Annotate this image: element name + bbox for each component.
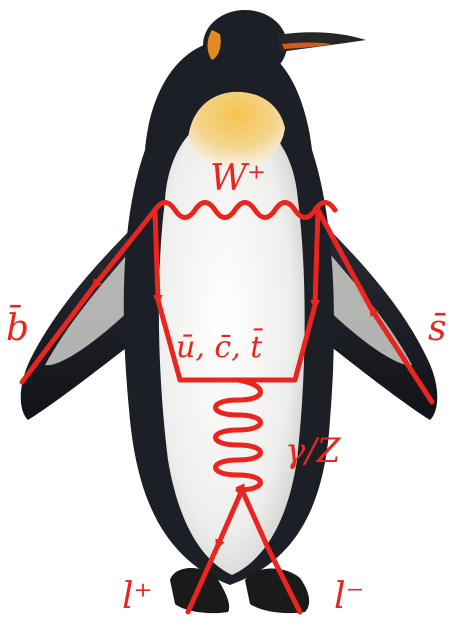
- label-l-minus: l⁻: [334, 576, 365, 617]
- label-w-boson: W⁺: [210, 158, 266, 199]
- quark-loop-right: [315, 210, 318, 305]
- penguin-beak: [278, 32, 366, 52]
- label-s-bar: s̄: [428, 308, 446, 349]
- label-gamma-z: γ/Z: [285, 431, 342, 471]
- label-l-plus: l⁺: [122, 576, 153, 617]
- label-quarks: ū, c̄, t̄: [176, 327, 263, 365]
- quark-loop-left: [155, 210, 158, 300]
- label-b-bar: b̄: [6, 305, 29, 349]
